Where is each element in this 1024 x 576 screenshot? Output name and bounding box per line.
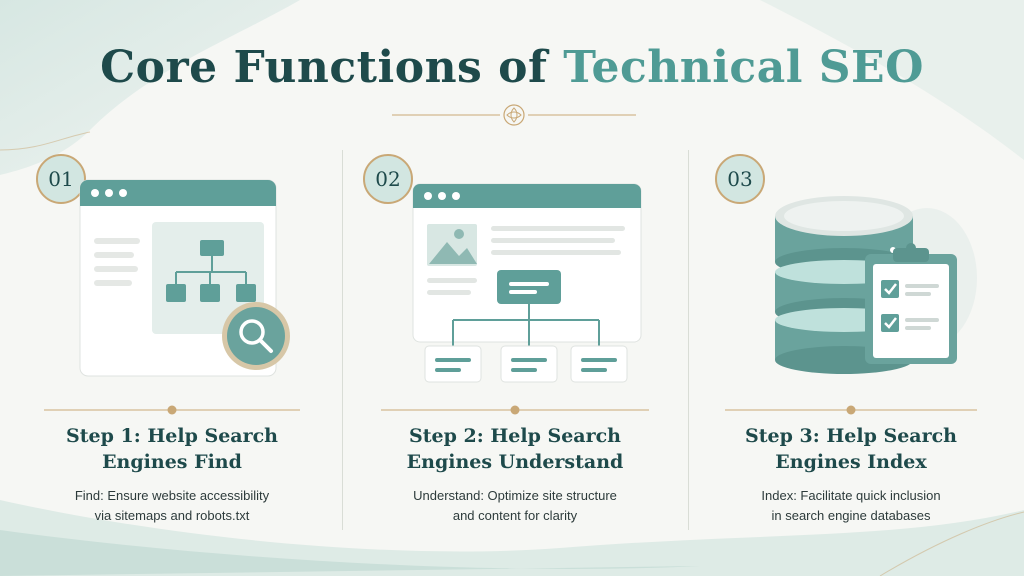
step-2-title-line1: Step 2: Help Search <box>408 425 621 447</box>
step-1-number-badge: 01 <box>36 154 86 204</box>
step-1-title-line2: Engines Find <box>102 451 242 473</box>
step-3-number-badge: 03 <box>715 154 765 204</box>
step-2-title-line2: Engines Understand <box>406 451 624 473</box>
step-2-number-badge: 02 <box>363 154 413 204</box>
database-checklist-icon <box>775 196 977 374</box>
step-3-title-line2: Engines Index <box>775 451 927 473</box>
step-1-separator <box>44 405 300 415</box>
step-2-desc-line2: and content for clarity <box>452 508 578 523</box>
title-accent-text: Technical SEO <box>563 42 924 93</box>
step-3-desc-line1: Index: Facilitate quick inclusion <box>761 488 941 503</box>
browser-sitemap-magnifier-icon <box>79 179 290 377</box>
step-1-panel: 01 Step 1: Help Search Engines Find Find… <box>0 138 340 538</box>
step-1-title-line1: Step 1: Help Search <box>65 425 278 447</box>
step-3-desc-line2: in search engine databases <box>771 508 931 523</box>
step-3-title-line1: Step 3: Help Search <box>744 425 957 447</box>
step-2-desc-line1: Understand: Optimize site structure <box>413 488 617 503</box>
step-3-description: Index: Facilitate quick inclusion in sea… <box>701 486 1001 526</box>
title-ornament <box>392 104 636 126</box>
step-1-desc-line1: Find: Ensure website accessibility <box>74 488 270 503</box>
step-3-panel: 03 Step 3: Help Search Engines Index <box>689 138 1024 538</box>
step-1-desc-line2: via sitemaps and robots.txt <box>94 508 250 523</box>
webpage-structure-icon <box>412 183 642 383</box>
step-3-separator <box>725 405 977 415</box>
step-2-separator <box>381 405 649 415</box>
step-2-description: Understand: Optimize site structure and … <box>365 486 665 526</box>
step-2-panel: 02 Step 2: Help Search <box>343 138 683 538</box>
step-3-title: Step 3: Help Search Engines Index <box>701 423 1001 475</box>
step-1-title: Step 1: Help Search Engines Find <box>22 423 322 475</box>
title-text: Core Functions of <box>100 42 564 93</box>
column-divider-2 <box>688 150 689 530</box>
step-2-title: Step 2: Help Search Engines Understand <box>365 423 665 475</box>
column-divider-1 <box>342 150 343 530</box>
step-1-description: Find: Ensure website accessibility via s… <box>22 486 322 526</box>
page-title: Core Functions of Technical SEO <box>0 42 1024 93</box>
